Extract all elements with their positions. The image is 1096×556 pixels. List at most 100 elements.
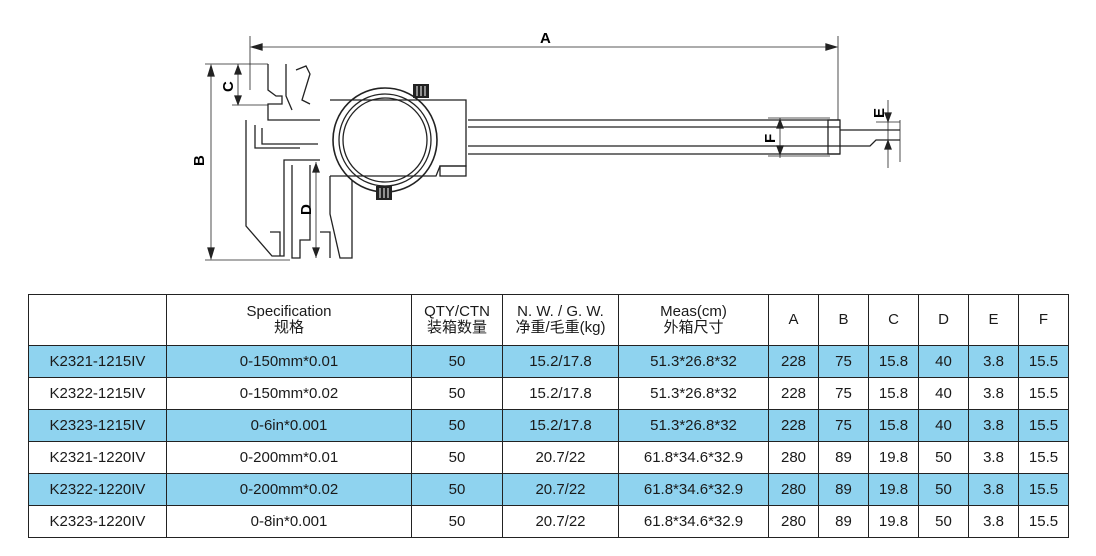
cell-model: K2322-1215IV — [28, 377, 167, 410]
header-qty: QTY/CTN 装箱数量 — [411, 294, 503, 346]
cell-qty: 50 — [411, 505, 503, 538]
cell-e: 3.8 — [968, 441, 1019, 474]
cell-meas: 61.8*34.6*32.9 — [618, 505, 769, 538]
header-d: D — [918, 294, 969, 346]
table-row: K2322-1220IV 0-200mm*0.02 50 20.7/22 61.… — [28, 473, 1069, 506]
cell-meas: 61.8*34.6*32.9 — [618, 441, 769, 474]
cell-d: 40 — [918, 345, 969, 378]
cell-weight: 20.7/22 — [502, 441, 619, 474]
header-weight: N. W. / G. W. 净重/毛重(kg) — [502, 294, 619, 346]
cell-e: 3.8 — [968, 345, 1019, 378]
cell-a: 280 — [768, 505, 819, 538]
cell-weight: 20.7/22 — [502, 473, 619, 506]
cell-spec: 0-150mm*0.02 — [166, 377, 412, 410]
cell-qty: 50 — [411, 441, 503, 474]
cell-c: 15.8 — [868, 345, 919, 378]
cell-meas: 51.3*26.8*32 — [618, 377, 769, 410]
spec-table: Specification 规格 QTY/CTN 装箱数量 N. W. / G.… — [28, 294, 1069, 538]
cell-weight: 20.7/22 — [502, 505, 619, 538]
cell-f: 15.5 — [1018, 409, 1069, 442]
cell-qty: 50 — [411, 409, 503, 442]
cell-c: 15.8 — [868, 409, 919, 442]
dim-label-d: D — [298, 204, 315, 215]
cell-c: 15.8 — [868, 377, 919, 410]
cell-b: 75 — [818, 345, 869, 378]
cell-c: 19.8 — [868, 505, 919, 538]
cell-e: 3.8 — [968, 377, 1019, 410]
cell-e: 3.8 — [968, 409, 1019, 442]
cell-e: 3.8 — [968, 473, 1019, 506]
header-meas: Meas(cm) 外箱尺寸 — [618, 294, 769, 346]
header-spec-cn: 规格 — [273, 319, 304, 336]
cell-spec: 0-200mm*0.02 — [166, 473, 412, 506]
dim-label-b: B — [191, 155, 208, 166]
cell-qty: 50 — [411, 473, 503, 506]
header-weight-en: N. W. / G. W. — [517, 303, 604, 320]
cell-model: K2323-1215IV — [28, 409, 167, 442]
cell-b: 89 — [818, 505, 869, 538]
cell-a: 280 — [768, 441, 819, 474]
cell-spec: 0-8in*0.001 — [166, 505, 412, 538]
cell-model: K2322-1220IV — [28, 473, 167, 506]
cell-f: 15.5 — [1018, 345, 1069, 378]
table-row: K2321-1220IV 0-200mm*0.01 50 20.7/22 61.… — [28, 441, 1069, 474]
cell-meas: 61.8*34.6*32.9 — [618, 473, 769, 506]
cell-f: 15.5 — [1018, 473, 1069, 506]
cell-weight: 15.2/17.8 — [502, 377, 619, 410]
header-model — [28, 294, 167, 346]
dim-label-c: C — [220, 81, 237, 92]
cell-d: 50 — [918, 441, 969, 474]
cell-weight: 15.2/17.8 — [502, 409, 619, 442]
cell-meas: 51.3*26.8*32 — [618, 345, 769, 378]
header-c: C — [868, 294, 919, 346]
caliper-drawing: A B C D E F — [191, 30, 901, 261]
cell-qty: 50 — [411, 377, 503, 410]
cell-f: 15.5 — [1018, 377, 1069, 410]
table-row: K2323-1215IV 0-6in*0.001 50 15.2/17.8 51… — [28, 409, 1069, 442]
header-specification: Specification 规格 — [166, 294, 412, 346]
cell-b: 89 — [818, 473, 869, 506]
header-weight-cn: 净重/毛重(kg) — [515, 319, 606, 336]
cell-c: 19.8 — [868, 441, 919, 474]
table-row: K2323-1220IV 0-8in*0.001 50 20.7/22 61.8… — [28, 505, 1069, 538]
header-qty-en: QTY/CTN — [424, 303, 490, 320]
table-row: K2322-1215IV 0-150mm*0.02 50 15.2/17.8 5… — [28, 377, 1069, 410]
cell-c: 19.8 — [868, 473, 919, 506]
table-row: K2321-1215IV 0-150mm*0.01 50 15.2/17.8 5… — [28, 345, 1069, 378]
cell-d: 40 — [918, 409, 969, 442]
cell-a: 228 — [768, 409, 819, 442]
cell-weight: 15.2/17.8 — [502, 345, 619, 378]
header-qty-cn: 装箱数量 — [426, 319, 487, 336]
table-header-row: Specification 规格 QTY/CTN 装箱数量 N. W. / G.… — [28, 294, 1069, 346]
cell-f: 15.5 — [1018, 441, 1069, 474]
dim-label-a: A — [540, 30, 551, 47]
cell-spec: 0-200mm*0.01 — [166, 441, 412, 474]
cell-d: 50 — [918, 505, 969, 538]
cell-qty: 50 — [411, 345, 503, 378]
header-meas-cn: 外箱尺寸 — [663, 319, 724, 336]
header-b: B — [818, 294, 869, 346]
cell-f: 15.5 — [1018, 505, 1069, 538]
cell-e: 3.8 — [968, 505, 1019, 538]
dim-label-e: E — [871, 108, 888, 118]
header-meas-en: Meas(cm) — [660, 303, 727, 320]
dim-label-f: F — [762, 134, 779, 143]
cell-d: 50 — [918, 473, 969, 506]
cell-model: K2323-1220IV — [28, 505, 167, 538]
cell-d: 40 — [918, 377, 969, 410]
cell-b: 75 — [818, 409, 869, 442]
cell-b: 89 — [818, 441, 869, 474]
cell-b: 75 — [818, 377, 869, 410]
cell-model: K2321-1215IV — [28, 345, 167, 378]
cell-a: 280 — [768, 473, 819, 506]
header-a: A — [768, 294, 819, 346]
cell-spec: 0-150mm*0.01 — [166, 345, 412, 378]
cell-a: 228 — [768, 345, 819, 378]
cell-a: 228 — [768, 377, 819, 410]
header-spec-en: Specification — [246, 303, 332, 320]
cell-meas: 51.3*26.8*32 — [618, 409, 769, 442]
cell-spec: 0-6in*0.001 — [166, 409, 412, 442]
header-f: F — [1018, 294, 1069, 346]
cell-model: K2321-1220IV — [28, 441, 167, 474]
header-e: E — [968, 294, 1019, 346]
